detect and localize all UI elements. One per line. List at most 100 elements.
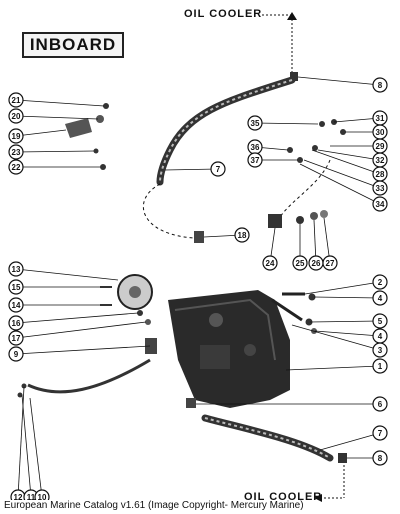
callout-number: 1 <box>378 362 383 371</box>
left-small-parts <box>100 286 157 354</box>
lower-fitting <box>186 398 196 408</box>
callout-circle <box>234 227 250 243</box>
callout-number: 23 <box>12 148 21 157</box>
callout-circle <box>8 92 24 108</box>
callout-leader-line <box>15 345 151 355</box>
lower-oil-hose <box>201 414 334 462</box>
fitting-parts <box>268 119 346 228</box>
upper-oil-hose <box>156 76 296 186</box>
callout-leader-line <box>15 99 105 107</box>
callout-circle <box>247 115 263 131</box>
callout-number: 3 <box>378 346 383 355</box>
callout-leader-line <box>313 296 381 299</box>
callout-number: 30 <box>376 128 385 137</box>
callout-circle <box>8 297 24 313</box>
callout-number: 11 <box>27 493 36 502</box>
callout-number: 21 <box>12 96 21 105</box>
callout-circle <box>372 425 388 441</box>
callout-circle <box>8 330 24 346</box>
callout-leader-line <box>317 149 381 161</box>
callout-leader-line <box>319 432 381 451</box>
adapter-plate <box>117 274 153 310</box>
callout-leader-line <box>304 281 381 295</box>
callout-circle <box>372 290 388 306</box>
callout-number: 15 <box>12 283 21 292</box>
callout-leader-line <box>303 159 381 189</box>
callout-number: 8 <box>378 454 383 463</box>
oil-cooler-top-arrow <box>262 12 298 81</box>
callout-number: 20 <box>12 112 21 121</box>
callout-number: 28 <box>376 170 385 179</box>
callout-leader-line <box>15 150 95 153</box>
callout-leader-line <box>311 149 381 175</box>
callout-number: 37 <box>251 156 260 165</box>
callout-circle <box>8 315 24 331</box>
callout-circle <box>372 274 388 290</box>
callout-circle <box>372 342 388 358</box>
hose-clamp <box>194 231 204 243</box>
callout-circle <box>372 77 388 93</box>
callout-leader-line <box>314 330 381 337</box>
callout-number: 4 <box>378 294 383 303</box>
callout-number: 12 <box>14 493 23 502</box>
callout-circle <box>8 279 24 295</box>
callout-number: 9 <box>14 350 19 359</box>
callout-number: 26 <box>312 259 321 268</box>
callout-number: 6 <box>378 400 383 409</box>
callout-circle <box>372 313 388 329</box>
callout-number: 36 <box>251 143 260 152</box>
callout-circle <box>8 144 24 160</box>
callout-leader-line <box>15 268 119 281</box>
callout-number: 24 <box>266 259 275 268</box>
callout-circle <box>372 196 388 212</box>
callout-leader-line <box>285 365 381 371</box>
callout-number: 4 <box>378 332 383 341</box>
callout-number: 29 <box>376 142 385 151</box>
callout-circle <box>322 255 338 271</box>
callout-leader-line <box>291 324 381 351</box>
oil-cooler-top-label: OIL COOLER <box>184 8 263 20</box>
callout-circle <box>210 161 226 177</box>
callout-circle <box>262 255 278 271</box>
callout-number: 10 <box>38 493 47 502</box>
callout-circle <box>8 159 24 175</box>
callout-circle <box>8 108 24 124</box>
callout-leader-line <box>164 168 219 171</box>
callout-number: 16 <box>12 319 21 328</box>
callout-leader-line <box>21 394 32 498</box>
callout-number: 19 <box>12 132 21 141</box>
callout-number: 7 <box>378 429 383 438</box>
callout-number: 27 <box>326 259 335 268</box>
callout-circle <box>292 255 308 271</box>
callout-circle <box>372 396 388 412</box>
callout-circle <box>372 358 388 374</box>
callout-circle <box>8 261 24 277</box>
callout-leader-line <box>15 312 139 324</box>
inboard-title: INBOARD <box>22 32 124 58</box>
callout-leader-line <box>333 117 381 123</box>
callout-number: 34 <box>376 200 385 209</box>
callout-number: 13 <box>12 265 21 274</box>
callout-number: 31 <box>376 114 385 123</box>
upper-hose-dashed-route <box>143 183 196 239</box>
callout-circle <box>8 128 24 144</box>
callout-number: 8 <box>378 81 383 90</box>
callout-leader-line <box>254 122 319 125</box>
callout-leader-line <box>15 115 99 120</box>
callout-number: 18 <box>238 231 247 240</box>
callout-number: 5 <box>378 317 383 326</box>
bracket-parts <box>65 103 109 170</box>
callout-leader-line <box>15 321 147 339</box>
callout-circle <box>372 450 388 466</box>
callout-number: 17 <box>12 334 21 343</box>
callout-leader-line <box>297 76 381 86</box>
callout-circle <box>8 346 24 362</box>
callout-number: 7 <box>216 165 221 174</box>
callout-number: 33 <box>376 184 385 193</box>
image-caption: European Marine Catalog v1.61 (Image Cop… <box>4 500 304 511</box>
callout-number: 2 <box>378 278 383 287</box>
oil-cooler-bottom-arrow <box>314 465 345 502</box>
callout-number: 32 <box>376 156 385 165</box>
